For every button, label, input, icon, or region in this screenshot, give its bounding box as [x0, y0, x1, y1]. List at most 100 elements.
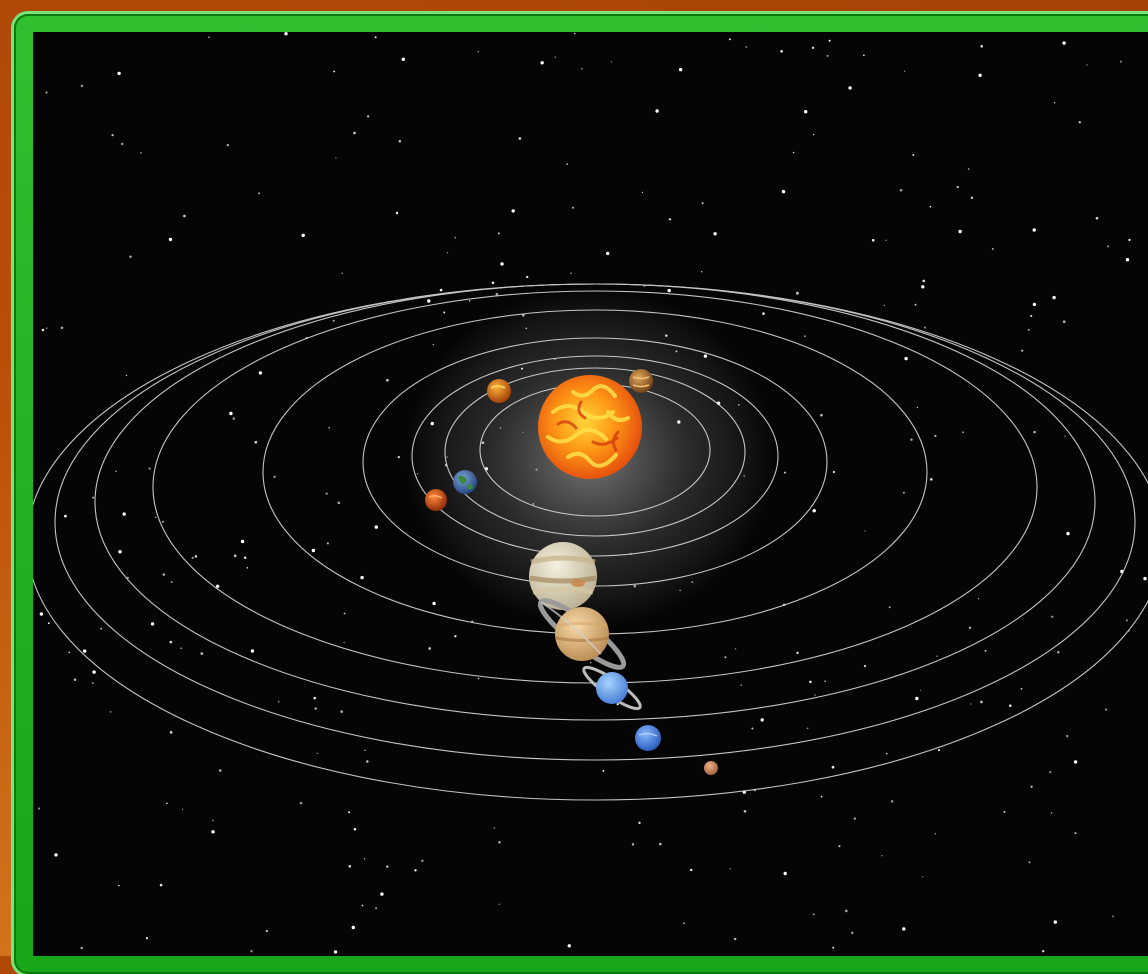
- star: [912, 153, 915, 156]
- star: [1120, 60, 1122, 63]
- star: [1112, 915, 1114, 917]
- star: [169, 640, 173, 644]
- star: [168, 237, 173, 242]
- neptune-icon[interactable]: [635, 725, 661, 751]
- star: [934, 434, 937, 437]
- star: [812, 509, 816, 513]
- star: [154, 516, 157, 519]
- star: [554, 56, 556, 58]
- star: [454, 236, 456, 239]
- star: [109, 711, 112, 713]
- star: [54, 853, 58, 857]
- star: [454, 635, 457, 638]
- star: [844, 909, 848, 913]
- star: [427, 299, 431, 303]
- mercury-icon[interactable]: [487, 379, 511, 403]
- star: [683, 922, 685, 925]
- star: [760, 718, 764, 722]
- star: [826, 54, 829, 57]
- star: [958, 229, 962, 234]
- star: [1028, 861, 1031, 864]
- solar-system-scene[interactable]: [33, 32, 1148, 956]
- star: [1049, 771, 1052, 774]
- star: [910, 438, 913, 441]
- orbit-ring: [33, 283, 1148, 801]
- star: [668, 218, 672, 221]
- star: [915, 696, 919, 701]
- star: [299, 801, 303, 805]
- star: [1052, 295, 1056, 300]
- star: [511, 209, 515, 213]
- star: [832, 470, 836, 474]
- star: [853, 817, 856, 820]
- star: [432, 343, 435, 346]
- star: [616, 703, 619, 706]
- star: [804, 110, 808, 114]
- star: [567, 944, 571, 948]
- star: [311, 548, 316, 553]
- star: [1095, 216, 1099, 220]
- sun-icon[interactable]: [538, 375, 642, 479]
- star: [922, 279, 925, 283]
- star: [333, 70, 336, 73]
- venus-icon[interactable]: [629, 369, 653, 393]
- star: [337, 501, 341, 505]
- star: [477, 677, 480, 680]
- earth-icon[interactable]: [453, 470, 477, 494]
- star: [273, 475, 276, 479]
- star: [45, 91, 48, 94]
- star: [728, 38, 731, 41]
- orbit-ring: [444, 367, 746, 537]
- star: [1128, 238, 1131, 242]
- star: [1064, 435, 1066, 437]
- jupiter-icon[interactable]: [529, 542, 597, 610]
- star: [659, 842, 662, 846]
- star: [956, 185, 959, 189]
- star: [341, 272, 343, 275]
- star: [904, 356, 908, 361]
- star: [1066, 734, 1069, 738]
- star: [1042, 950, 1045, 953]
- space-viewport[interactable]: [33, 32, 1148, 956]
- star: [863, 54, 865, 57]
- star: [610, 61, 613, 63]
- star: [118, 550, 122, 554]
- star: [968, 626, 972, 629]
- mars-icon[interactable]: [425, 489, 447, 511]
- star: [924, 326, 926, 329]
- star: [814, 694, 816, 696]
- star: [914, 303, 917, 306]
- star: [129, 255, 132, 258]
- uranus-icon[interactable]: [580, 662, 645, 714]
- star: [806, 727, 809, 730]
- star: [733, 937, 737, 941]
- star: [351, 925, 355, 930]
- star: [1062, 41, 1066, 45]
- pluto-icon[interactable]: [704, 761, 718, 775]
- star: [91, 682, 94, 685]
- star: [258, 192, 261, 195]
- star: [233, 554, 237, 558]
- star: [414, 869, 417, 872]
- star: [258, 371, 263, 375]
- star: [831, 765, 835, 769]
- star: [1125, 619, 1128, 622]
- star: [443, 311, 446, 314]
- star: [265, 929, 268, 933]
- star: [991, 247, 994, 250]
- star: [180, 647, 183, 650]
- star: [386, 378, 389, 382]
- star: [140, 152, 142, 154]
- star: [232, 417, 235, 420]
- star: [832, 946, 835, 949]
- star: [39, 612, 44, 616]
- saturn-icon[interactable]: [534, 593, 631, 676]
- star: [1050, 812, 1053, 814]
- star: [689, 868, 693, 872]
- star: [41, 328, 45, 332]
- star: [80, 946, 83, 950]
- star: [212, 819, 214, 822]
- star: [366, 115, 370, 118]
- star: [243, 556, 247, 559]
- star: [581, 67, 583, 70]
